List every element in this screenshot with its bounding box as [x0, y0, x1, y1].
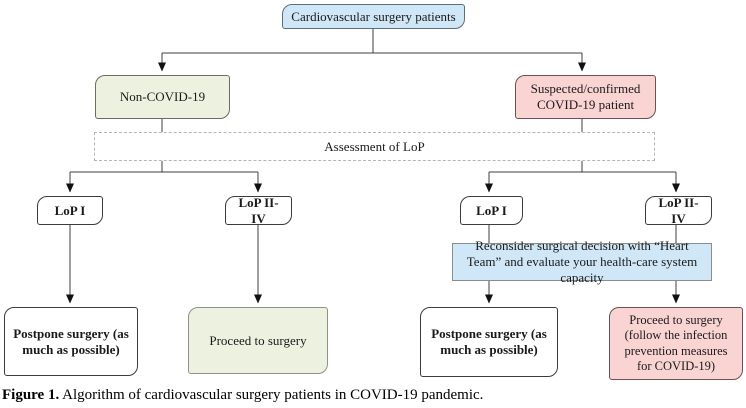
- node-proceed-to-surgery-left: Proceed to surgery: [188, 307, 328, 374]
- node-lop-ii-iv-right: LoP II-IV: [645, 195, 712, 226]
- node-lop-ii-iv-left: LoP II-IV: [225, 195, 292, 226]
- node-non-covid-19: Non-COVID-19: [95, 75, 230, 119]
- figure-caption: Figure 1. Algorithm of cardiovascular su…: [2, 387, 742, 404]
- node-proceed-to-surgery-covid: Proceed to surgery (follow the infection…: [609, 307, 743, 380]
- figure-caption-text: Algorithm of cardiovascular surgery pati…: [59, 387, 484, 403]
- node-lop-i-left: LoP I: [37, 196, 103, 225]
- node-postpone-surgery-left: Postpone surgery (as much as possible): [4, 307, 138, 376]
- connector-group: [66, 29, 680, 304]
- node-cardiovascular-surgery-patients: Cardiovascular surgery patients: [282, 4, 465, 29]
- node-suspected-confirmed-covid-19: Suspected/confirmed COVID-19 patient: [515, 75, 656, 119]
- node-postpone-surgery-right: Postpone surgery (as much as possible): [420, 307, 558, 377]
- node-reconsider-heart-team: Reconsider surgical decision with “Heart…: [452, 238, 712, 285]
- figure-caption-prefix: Figure 1.: [2, 387, 60, 403]
- node-lop-i-right: LoP I: [460, 196, 523, 225]
- node-assessment-of-lop: Assessment of LoP: [94, 132, 655, 161]
